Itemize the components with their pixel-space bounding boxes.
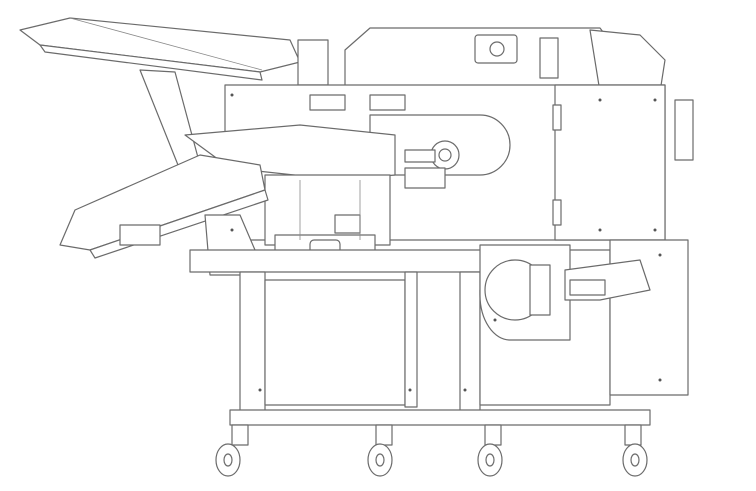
caster-wheel: [477, 424, 503, 477]
caster-wheel: [215, 424, 249, 477]
screws: [230, 93, 662, 392]
roller-unit: [479, 244, 651, 341]
top-housing: [297, 27, 666, 93]
caster-wheels: [215, 424, 648, 477]
caster-wheel: [622, 424, 648, 477]
caster-wheel: [367, 424, 393, 477]
lower-frame: [189, 239, 689, 426]
upper-feed-tray: [19, 17, 301, 171]
